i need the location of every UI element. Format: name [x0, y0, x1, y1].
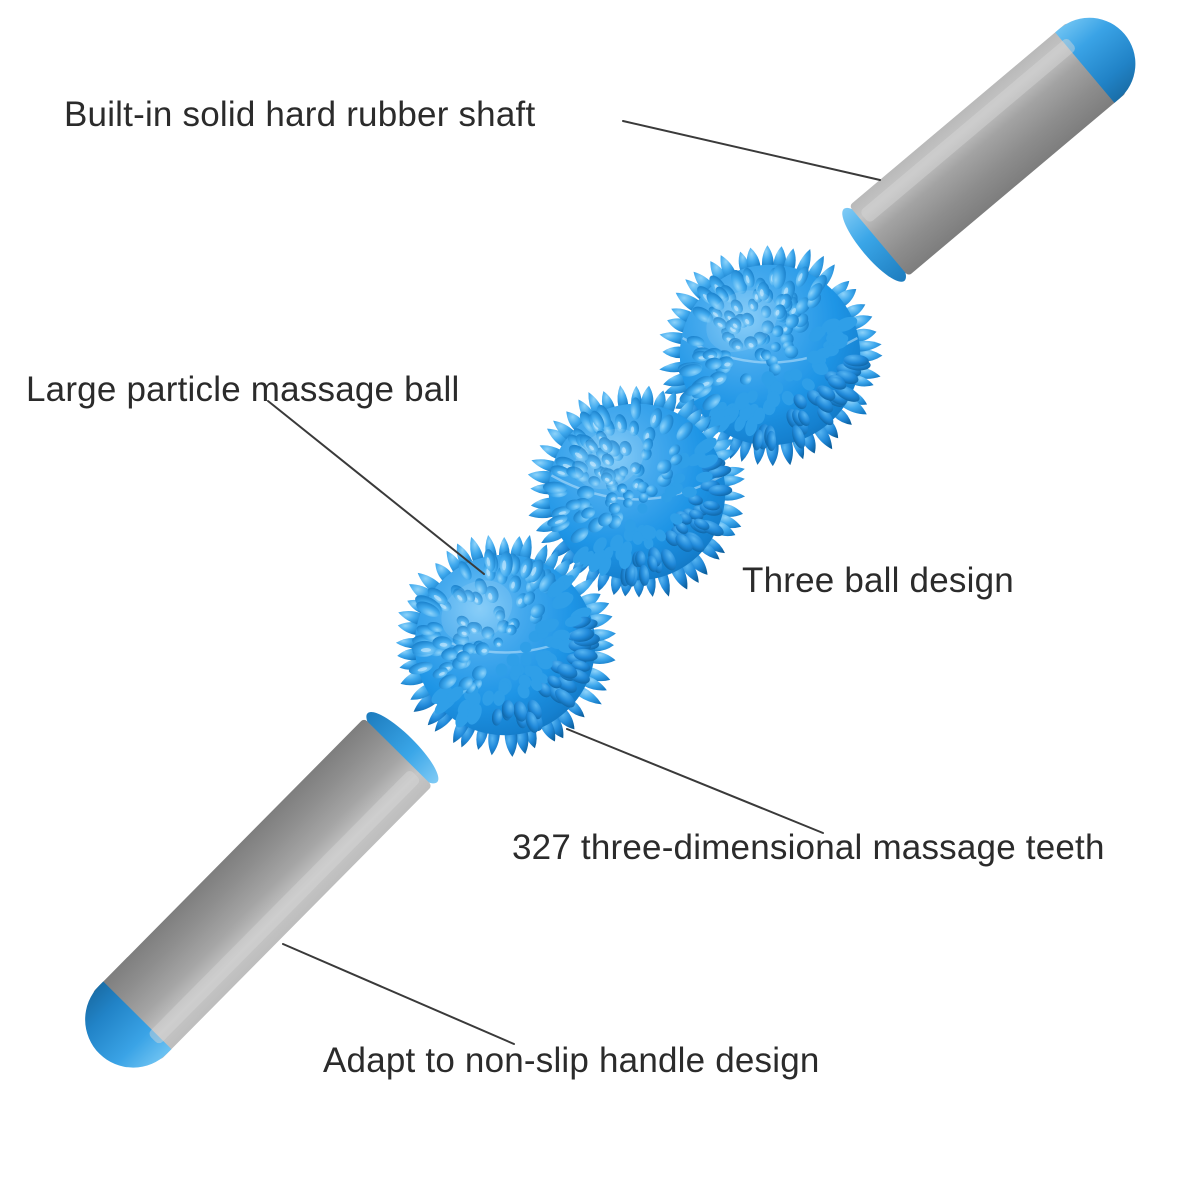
handles-group: [85, 17, 1136, 1068]
bottom-ball-highlight: [441, 580, 513, 642]
middle-ball-front-spikes: [542, 397, 733, 587]
lower-handle-collar-ring: [366, 711, 439, 784]
upper-handle-grip: [850, 23, 1126, 275]
upper-handle-highlight: [861, 39, 1075, 222]
middle-ball: [527, 385, 746, 598]
callout-label-non-slip-handle: Adapt to non-slip handle design: [323, 1041, 820, 1080]
top-ball-front-spikes: [677, 264, 871, 451]
middle-ball-highlight: [574, 428, 645, 490]
lower-handle-grip: [93, 719, 431, 1059]
top-ball-highlight: [706, 290, 778, 352]
callout-label-three-ball: Three ball design: [742, 561, 1014, 600]
top-ball: [659, 245, 883, 467]
upper-handle-end-cap: [1055, 17, 1136, 103]
upper-handle-collar-ring: [842, 207, 906, 282]
lower-handle: [85, 711, 439, 1068]
lower-handle-end-cap: [85, 981, 172, 1068]
lower-handle-highlight: [149, 771, 420, 1044]
callout-label-massage-teeth: 327 three-dimensional massage teeth: [512, 828, 1105, 867]
massage-balls-group: [395, 245, 883, 757]
bottom-ball: [395, 535, 616, 757]
bottom-ball-front-spikes: [408, 549, 600, 733]
callout-label-shaft: Built-in solid hard rubber shaft: [64, 95, 536, 134]
callout-label-large-particle: Large particle massage ball: [26, 370, 460, 409]
upper-handle: [842, 17, 1136, 282]
